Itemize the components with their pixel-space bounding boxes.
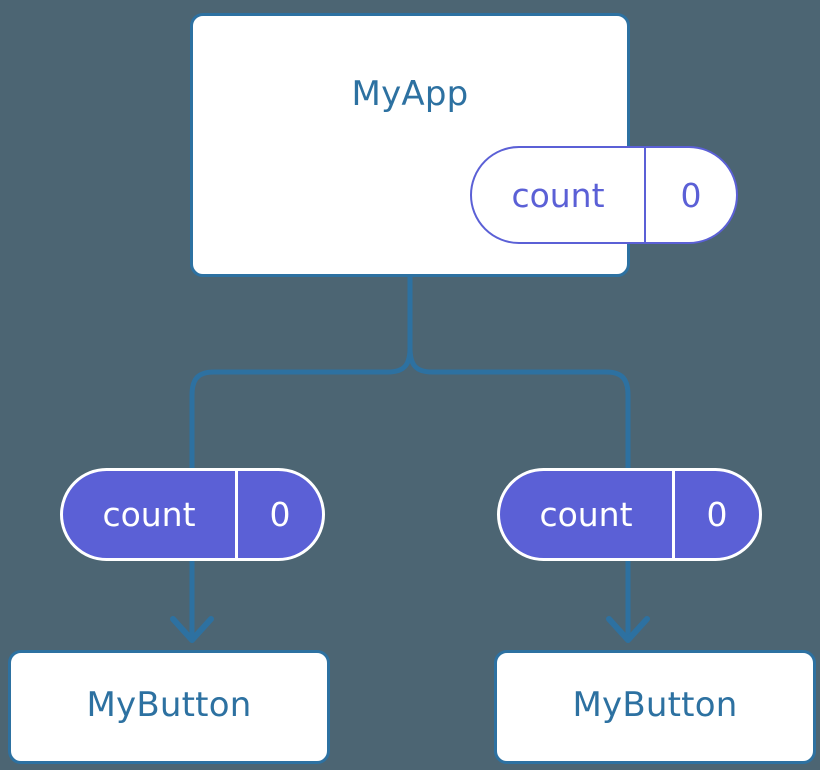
state-key-child-right: count (500, 471, 675, 558)
component-myapp-title: MyApp (351, 74, 469, 114)
connector-left-branch (189, 274, 413, 471)
component-mybutton-right-title: MyButton (572, 685, 738, 725)
state-value-child-right: 0 (706, 495, 728, 534)
state-value-child-left: 0 (269, 495, 291, 534)
arrow-head-left (170, 616, 214, 643)
arrow-head-right (606, 616, 650, 643)
component-mybutton-left-title: MyButton (86, 685, 252, 725)
state-value-myapp: 0 (680, 175, 702, 215)
state-pill-child-right[interactable]: count 0 (497, 468, 762, 561)
connector-right-branch (407, 274, 631, 471)
component-myapp[interactable]: MyApp count 0 (190, 13, 738, 277)
state-key-child-left: count (63, 471, 238, 558)
state-pill-child-left[interactable]: count 0 (60, 468, 325, 561)
state-key-myapp: count (472, 148, 646, 242)
component-mybutton-right[interactable]: MyButton (494, 650, 816, 764)
component-mybutton-left[interactable]: MyButton (8, 650, 330, 764)
state-pill-myapp[interactable]: count 0 (470, 146, 738, 244)
